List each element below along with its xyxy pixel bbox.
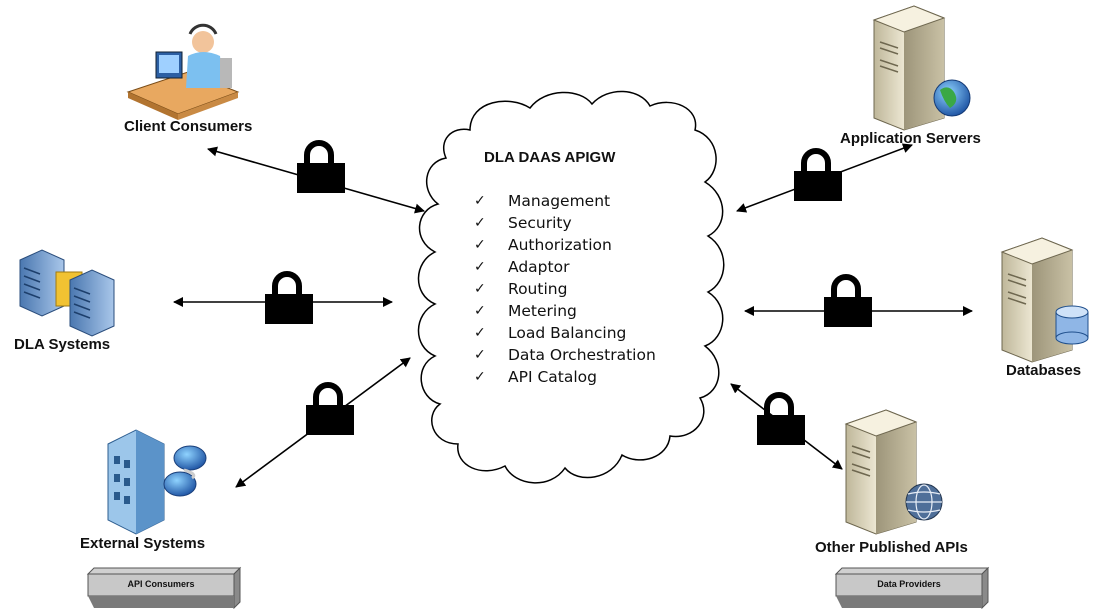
capability-label: Adaptor [508, 258, 570, 276]
capability-label: Load Balancing [508, 324, 627, 342]
web-server-icon [872, 5, 971, 131]
capability-item: ✓ Security [474, 212, 658, 234]
check-icon: ✓ [474, 281, 486, 297]
capability-item: ✓ Load Balancing [474, 322, 658, 344]
capability-item: ✓ Adaptor [474, 256, 658, 278]
label-client-consumers: Client Consumers [124, 118, 253, 135]
api-server-icon [844, 409, 943, 535]
capability-item: ✓ Routing [474, 278, 658, 300]
lock-icon [265, 271, 313, 324]
data-providers-label: Data Providers [877, 579, 941, 589]
check-icon: ✓ [474, 325, 486, 341]
gateway-title: DLA DAAS APIGW [484, 149, 616, 166]
lock-icon [297, 140, 345, 193]
capability-item: ✓ Management [474, 190, 658, 212]
capability-item: ✓ Metering [474, 300, 658, 322]
data-providers-stamp [834, 566, 990, 609]
lock-icon [824, 274, 872, 327]
capability-item: ✓ API Catalog [474, 366, 658, 388]
capability-label: API Catalog [508, 368, 597, 386]
label-other-published-apis: Other Published APIs [815, 539, 968, 556]
label-external-systems: External Systems [80, 535, 206, 552]
capability-label: Management [508, 192, 611, 210]
help-desk-icon [126, 23, 240, 120]
capability-item: ✓ Authorization [474, 234, 658, 256]
lock-icon [794, 148, 842, 201]
check-icon: ✓ [474, 259, 486, 275]
capability-label: Metering [508, 302, 577, 320]
capability-item: ✓ Data Orchestration [474, 344, 658, 366]
database-server-icon [1000, 237, 1089, 363]
capability-label: Authorization [508, 236, 612, 254]
label-application-servers: Application Servers [840, 130, 981, 147]
lock-icon [306, 382, 354, 435]
check-icon: ✓ [474, 215, 486, 231]
capability-label: Routing [508, 280, 568, 298]
label-databases: Databases [1006, 362, 1082, 379]
check-icon: ✓ [474, 347, 486, 363]
check-icon: ✓ [474, 193, 486, 209]
check-icon: ✓ [474, 303, 486, 319]
check-icon: ✓ [474, 369, 486, 385]
api-consumers-label: API Consumers [127, 579, 195, 589]
gateway-cloud [417, 90, 725, 484]
building-icon [107, 429, 207, 535]
server-rack-icon [19, 249, 115, 337]
api-consumers-stamp [86, 566, 242, 609]
capability-list: ✓ Management ✓ Security ✓ Authorization ✓ Ad… [474, 190, 658, 388]
lock-icon [757, 392, 805, 445]
capability-label: Data Orchestration [508, 346, 656, 364]
capability-label: Security [508, 214, 572, 232]
label-dla-systems: DLA Systems [14, 336, 111, 353]
check-icon: ✓ [474, 237, 486, 253]
